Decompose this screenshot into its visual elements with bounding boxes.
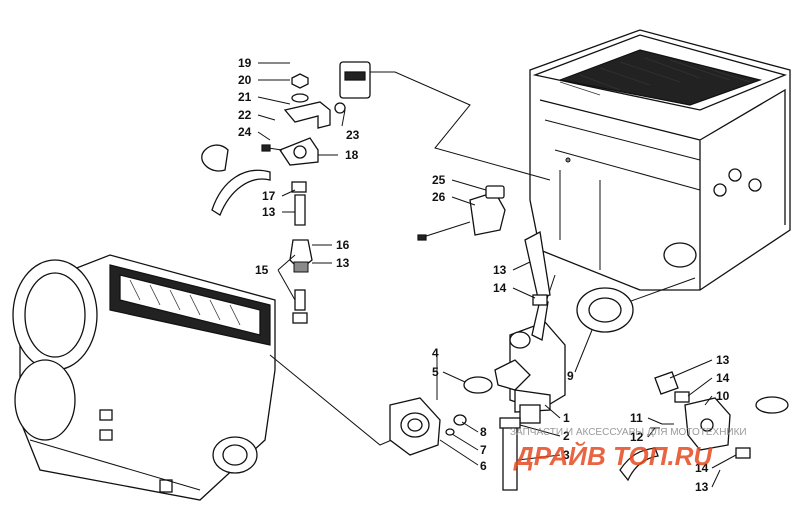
callout-23: 23 xyxy=(346,128,360,142)
callout-25: 25 xyxy=(432,173,446,187)
callout-8: 8 xyxy=(480,425,487,439)
callout-1: 1 xyxy=(563,411,570,425)
callout-24: 24 xyxy=(238,125,252,139)
airbox-assembly xyxy=(529,29,791,291)
callout-3: 3 xyxy=(563,448,570,462)
callout-12: 12 xyxy=(630,430,644,444)
callout-11: 11 xyxy=(630,411,643,425)
callout-19: 19 xyxy=(238,56,252,70)
callout-7: 7 xyxy=(480,443,487,457)
callout-13: 13 xyxy=(262,205,276,219)
callout-14: 14 xyxy=(493,281,507,295)
callout-numbers: 19 20 21 22 24 23 18 17 13 16 15 13 25 2… xyxy=(238,56,730,494)
watermark: ЗАПЧАСТИ И АКСЕССУАРЫ ДЛЯ МОТОТЕХНИКИ ДР… xyxy=(510,427,747,471)
watermark-logo: ДРАЙВ ТОП.RU xyxy=(513,441,713,471)
callout-21: 21 xyxy=(238,90,252,104)
callout-18: 18 xyxy=(345,148,359,162)
callout-10: 10 xyxy=(716,389,730,403)
callout-14: 14 xyxy=(716,371,730,385)
callout-15: 15 xyxy=(255,263,269,277)
callout-13: 13 xyxy=(716,353,730,367)
callout-4: 4 xyxy=(432,346,439,360)
engine-block xyxy=(12,254,276,501)
callout-2: 2 xyxy=(563,429,570,443)
callout-14: 14 xyxy=(695,461,709,475)
callout-leaders xyxy=(257,62,737,488)
callout-13: 13 xyxy=(493,263,507,277)
fuel-pump xyxy=(619,371,789,482)
throttle-bracket xyxy=(417,185,506,241)
callout-6: 6 xyxy=(480,459,487,473)
fuel-valve-assembly xyxy=(201,61,371,324)
callout-20: 20 xyxy=(238,73,252,87)
callout-13: 13 xyxy=(336,256,350,270)
callout-13: 13 xyxy=(695,480,709,494)
callout-9: 9 xyxy=(567,369,574,383)
carburetor xyxy=(389,230,634,491)
watermark-text: ЗАПЧАСТИ И АКСЕССУАРЫ ДЛЯ МОТОТЕХНИКИ xyxy=(510,427,747,438)
callout-16: 16 xyxy=(336,238,350,252)
callout-26: 26 xyxy=(432,190,446,204)
callout-22: 22 xyxy=(238,108,252,122)
callout-17: 17 xyxy=(262,189,276,203)
callout-5: 5 xyxy=(432,365,439,379)
